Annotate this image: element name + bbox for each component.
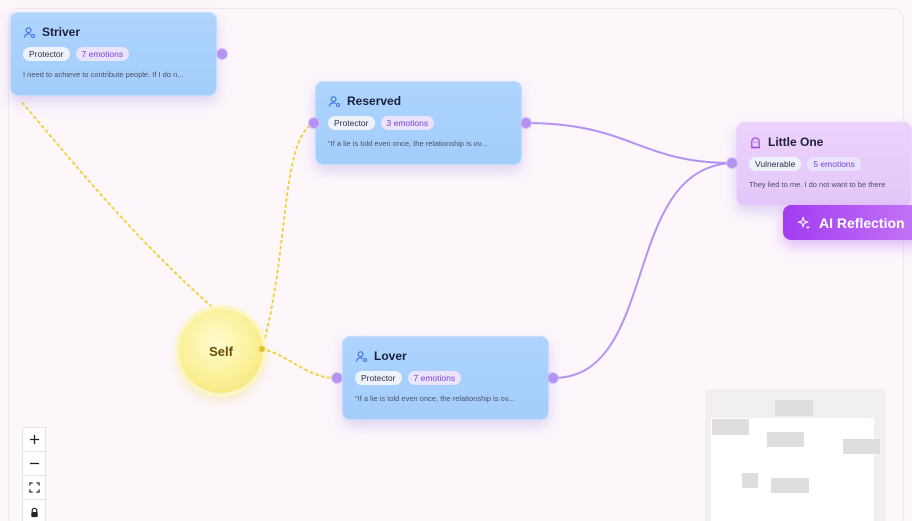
node-little-one[interactable]: Little One Vulnerable 5 emotions They li…	[736, 122, 912, 206]
lover-target-handle[interactable]	[331, 372, 343, 384]
node-snippet: "If a lie is told even once, the relatio…	[355, 394, 515, 403]
edge-self-reserved	[261, 122, 315, 350]
plus-icon	[29, 434, 40, 445]
node-snippet: They lied to me. I do not want to be the…	[749, 180, 886, 189]
edge-lover-little-one	[552, 162, 732, 379]
reserved-target-handle[interactable]	[308, 117, 320, 129]
edge-self-lover	[261, 348, 338, 379]
node-reserved[interactable]: Reserved Protector 3 emotions "If a lie …	[315, 81, 522, 165]
node-lover[interactable]: Lover Protector 7 emotions "If a lie is …	[342, 336, 549, 420]
type-badge: Protector	[355, 371, 402, 385]
node-striver[interactable]: Striver Protector 7 emotions I need to a…	[10, 12, 217, 96]
emotions-badge: 7 emotions	[75, 47, 130, 61]
node-title: Lover	[374, 349, 407, 363]
type-badge: Protector	[328, 116, 375, 130]
emotions-badge: 5 emotions	[807, 157, 861, 171]
type-badge: Protector	[23, 47, 70, 61]
node-title: Striver	[42, 25, 81, 39]
ai-reflection-label: AI Reflection	[819, 214, 905, 231]
lock-button[interactable]	[23, 500, 45, 521]
canvas-controls	[22, 427, 46, 521]
minimap-node	[742, 473, 758, 488]
edge-reserved-little-one	[525, 122, 732, 164]
fit-view-icon	[28, 482, 40, 493]
lock-icon	[29, 507, 40, 518]
ghost-icon	[749, 136, 762, 149]
fit-view-button[interactable]	[23, 476, 45, 500]
sparkles-icon	[797, 216, 811, 230]
minimap-node	[771, 478, 809, 493]
minimap[interactable]	[705, 389, 886, 521]
type-badge: Vulnerable	[749, 157, 802, 171]
node-snippet: "If a lie is told even once, the relatio…	[328, 139, 488, 148]
node-self[interactable]: Self	[179, 309, 263, 393]
little-one-target-handle[interactable]	[726, 157, 738, 169]
lover-source-handle[interactable]	[547, 372, 559, 384]
node-snippet: I need to achieve to contribute people. …	[23, 70, 184, 79]
zoom-in-button[interactable]	[23, 428, 45, 452]
minimap-node	[843, 439, 880, 454]
minimap-node	[775, 400, 813, 416]
user-gear-icon	[355, 350, 368, 363]
ai-reflection-button[interactable]: AI Reflection	[783, 205, 912, 240]
self-source-handle[interactable]	[259, 346, 265, 352]
minimap-node	[712, 419, 749, 435]
node-title: Reserved	[347, 94, 402, 108]
minimap-node	[767, 432, 804, 447]
user-gear-icon	[328, 95, 341, 108]
minus-icon	[29, 458, 40, 469]
user-gear-icon	[23, 26, 36, 39]
self-label: Self	[209, 343, 233, 359]
emotions-badge: 3 emotions	[380, 116, 435, 130]
emotions-badge: 7 emotions	[407, 371, 462, 385]
striver-source-handle[interactable]	[216, 48, 228, 60]
zoom-out-button[interactable]	[23, 452, 45, 476]
node-title: Little One	[768, 135, 824, 149]
reserved-source-handle[interactable]	[520, 117, 532, 129]
